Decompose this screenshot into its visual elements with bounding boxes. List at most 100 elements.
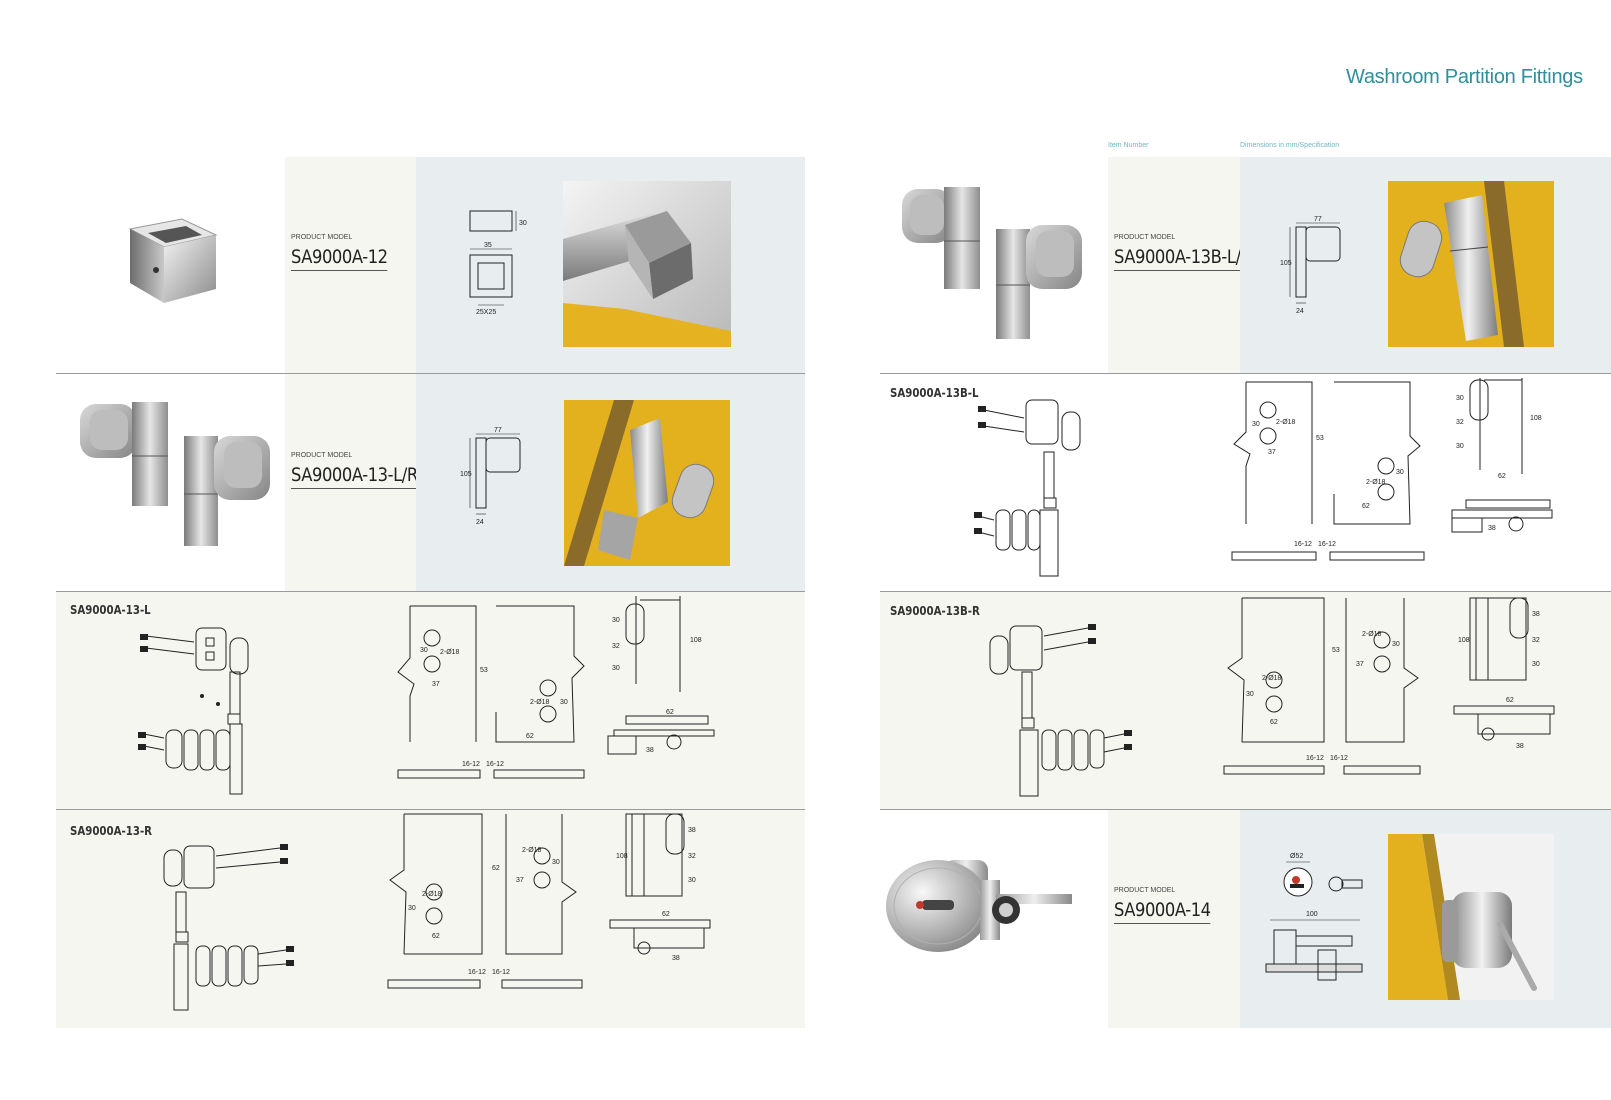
dim-label: 2-Ø18: [1362, 631, 1382, 638]
row-divider: [880, 591, 1611, 592]
dim-label: 30: [420, 647, 428, 654]
dimension-cell: 30 35 25X25: [416, 157, 805, 373]
dim-label: 37: [1356, 661, 1364, 668]
hinge-drawing: 77 105 24: [460, 427, 521, 526]
dim-label: 105: [1280, 260, 1292, 267]
dim-label: 30: [1252, 421, 1260, 428]
dimension-cell: Ø52 100: [1240, 810, 1611, 1028]
dim-label: 30: [688, 877, 696, 884]
dim-label: 38: [1532, 611, 1540, 618]
dim-label: 62: [432, 933, 440, 940]
model-cell: PRODUCT MODEL SA9000A-14: [1108, 810, 1240, 1028]
dim-label: 62: [1270, 719, 1278, 726]
dim-label: 16-12: [462, 761, 480, 768]
dim-label: 16-12: [1318, 541, 1336, 548]
header-dimensions: Dimensions in mm/Specification: [1240, 142, 1340, 149]
section-code: SA9000A-13-L: [70, 603, 151, 617]
product-model-label: PRODUCT MODEL: [291, 452, 353, 459]
dim-label: 108: [1530, 415, 1542, 422]
dim-label: 53: [1332, 647, 1340, 654]
dim-label: 32: [1532, 637, 1540, 644]
row-divider: [56, 809, 805, 810]
product-photo-cell: [56, 157, 285, 373]
dim-label: 77: [494, 427, 502, 434]
product-model-code: SA9000A-13-L/R: [291, 464, 418, 489]
product-model-code: SA9000A-13B-L/R: [1114, 246, 1252, 271]
dim-label: 77: [1314, 216, 1322, 223]
section-cell: SA9000A-13-R: [56, 810, 805, 1028]
dim-label: 25X25: [476, 309, 496, 316]
dim-label: 24: [1296, 308, 1304, 315]
dim-label: 62: [1506, 697, 1514, 704]
product-model-label: PRODUCT MODEL: [1114, 887, 1176, 894]
dim-label: 30: [408, 905, 416, 912]
dim-label: 30: [552, 859, 560, 866]
dim-label: 100: [1306, 911, 1318, 918]
dim-label: 2-Ø18: [530, 699, 550, 706]
model-cell: PRODUCT MODEL SA9000A-13B-L/R: [1108, 157, 1252, 373]
product-photo-cell: [880, 157, 1108, 373]
row-divider: [880, 373, 1611, 374]
model-cell: PRODUCT MODEL SA9000A-13-L/R: [285, 374, 418, 591]
dim-label: 16-12: [1306, 755, 1324, 762]
dim-label: 37: [516, 877, 524, 884]
hinge-installed-photo: [1388, 181, 1554, 347]
row-divider: [56, 591, 805, 592]
square-connector-drawing: 30 35 25X25: [469, 210, 527, 316]
product-photo-cell: [56, 374, 285, 591]
product-model-label: PRODUCT MODEL: [291, 234, 353, 241]
dim-label: 24: [476, 519, 484, 526]
dim-label: 62: [526, 733, 534, 740]
dim-label: 30: [1392, 641, 1400, 648]
hinge-cutout-drawing: 30 2-Ø18 37 53 2-Ø18 62 30 30 32 30 108 …: [397, 596, 715, 779]
hinge-pair-photo: [80, 402, 270, 546]
dim-label: 62: [1498, 473, 1506, 480]
hinge-cutout-drawing: 53 2-Ø18 37 30 30 2-Ø18 62 108 38 32 30 …: [1223, 597, 1555, 775]
exploded-hinge-drawing: [138, 627, 249, 795]
page-title: Washroom Partition Fittings: [1346, 66, 1583, 88]
dim-label: 62: [492, 865, 500, 872]
header-item-number: Item Number: [1108, 142, 1149, 149]
dim-label: Ø52: [1290, 853, 1303, 860]
section-cell: SA9000A-13B-L: [880, 374, 1611, 591]
dim-label: 62: [662, 911, 670, 918]
section-cell: SA9000A-13B-R: [880, 592, 1611, 809]
dim-label: 30: [1456, 443, 1464, 450]
row-divider: [56, 373, 805, 374]
dim-label: 16-12: [1294, 541, 1312, 548]
hinge-pair-photo: [902, 187, 1082, 339]
dim-label: 16-12: [492, 969, 510, 976]
dim-label: 38: [646, 747, 654, 754]
dim-label: 2-Ø18: [522, 847, 542, 854]
dim-label: 35: [484, 242, 492, 249]
dim-label: 30: [560, 699, 568, 706]
dim-label: 30: [1246, 691, 1254, 698]
dim-label: 2-Ø18: [1276, 419, 1296, 426]
section-code: SA9000A-13B-L: [890, 386, 979, 400]
dim-label: 32: [612, 643, 620, 650]
dim-label: 16-12: [486, 761, 504, 768]
hinge-drawing: 77 105 24: [1280, 216, 1341, 315]
row-divider: [880, 809, 1611, 810]
dim-label: 32: [688, 853, 696, 860]
product-model-code: SA9000A-12: [291, 246, 388, 271]
dim-label: 62: [666, 709, 674, 716]
hinge-installed-photo: [564, 400, 730, 566]
product-model-code: SA9000A-14: [1114, 899, 1211, 924]
model-cell: PRODUCT MODEL SA9000A-12: [285, 157, 416, 373]
dim-label: 2-Ø18: [1262, 675, 1282, 682]
dim-label: 108: [690, 637, 702, 644]
dim-label: 38: [688, 827, 696, 834]
dim-label: 30: [519, 220, 527, 227]
product-photo-cell: [880, 810, 1108, 1028]
square-connector-photo: [128, 218, 218, 303]
dimension-cell: 77 105 24: [416, 374, 805, 591]
dim-label: 53: [480, 667, 488, 674]
exploded-hinge-drawing: [163, 844, 294, 1011]
dim-label: 30: [612, 665, 620, 672]
dim-label: 30: [1456, 395, 1464, 402]
dim-label: 2-Ø18: [1366, 479, 1386, 486]
section-cell: SA9000A-13-L: [56, 592, 805, 809]
dim-label: 105: [460, 471, 472, 478]
dim-label: 30: [1532, 661, 1540, 668]
